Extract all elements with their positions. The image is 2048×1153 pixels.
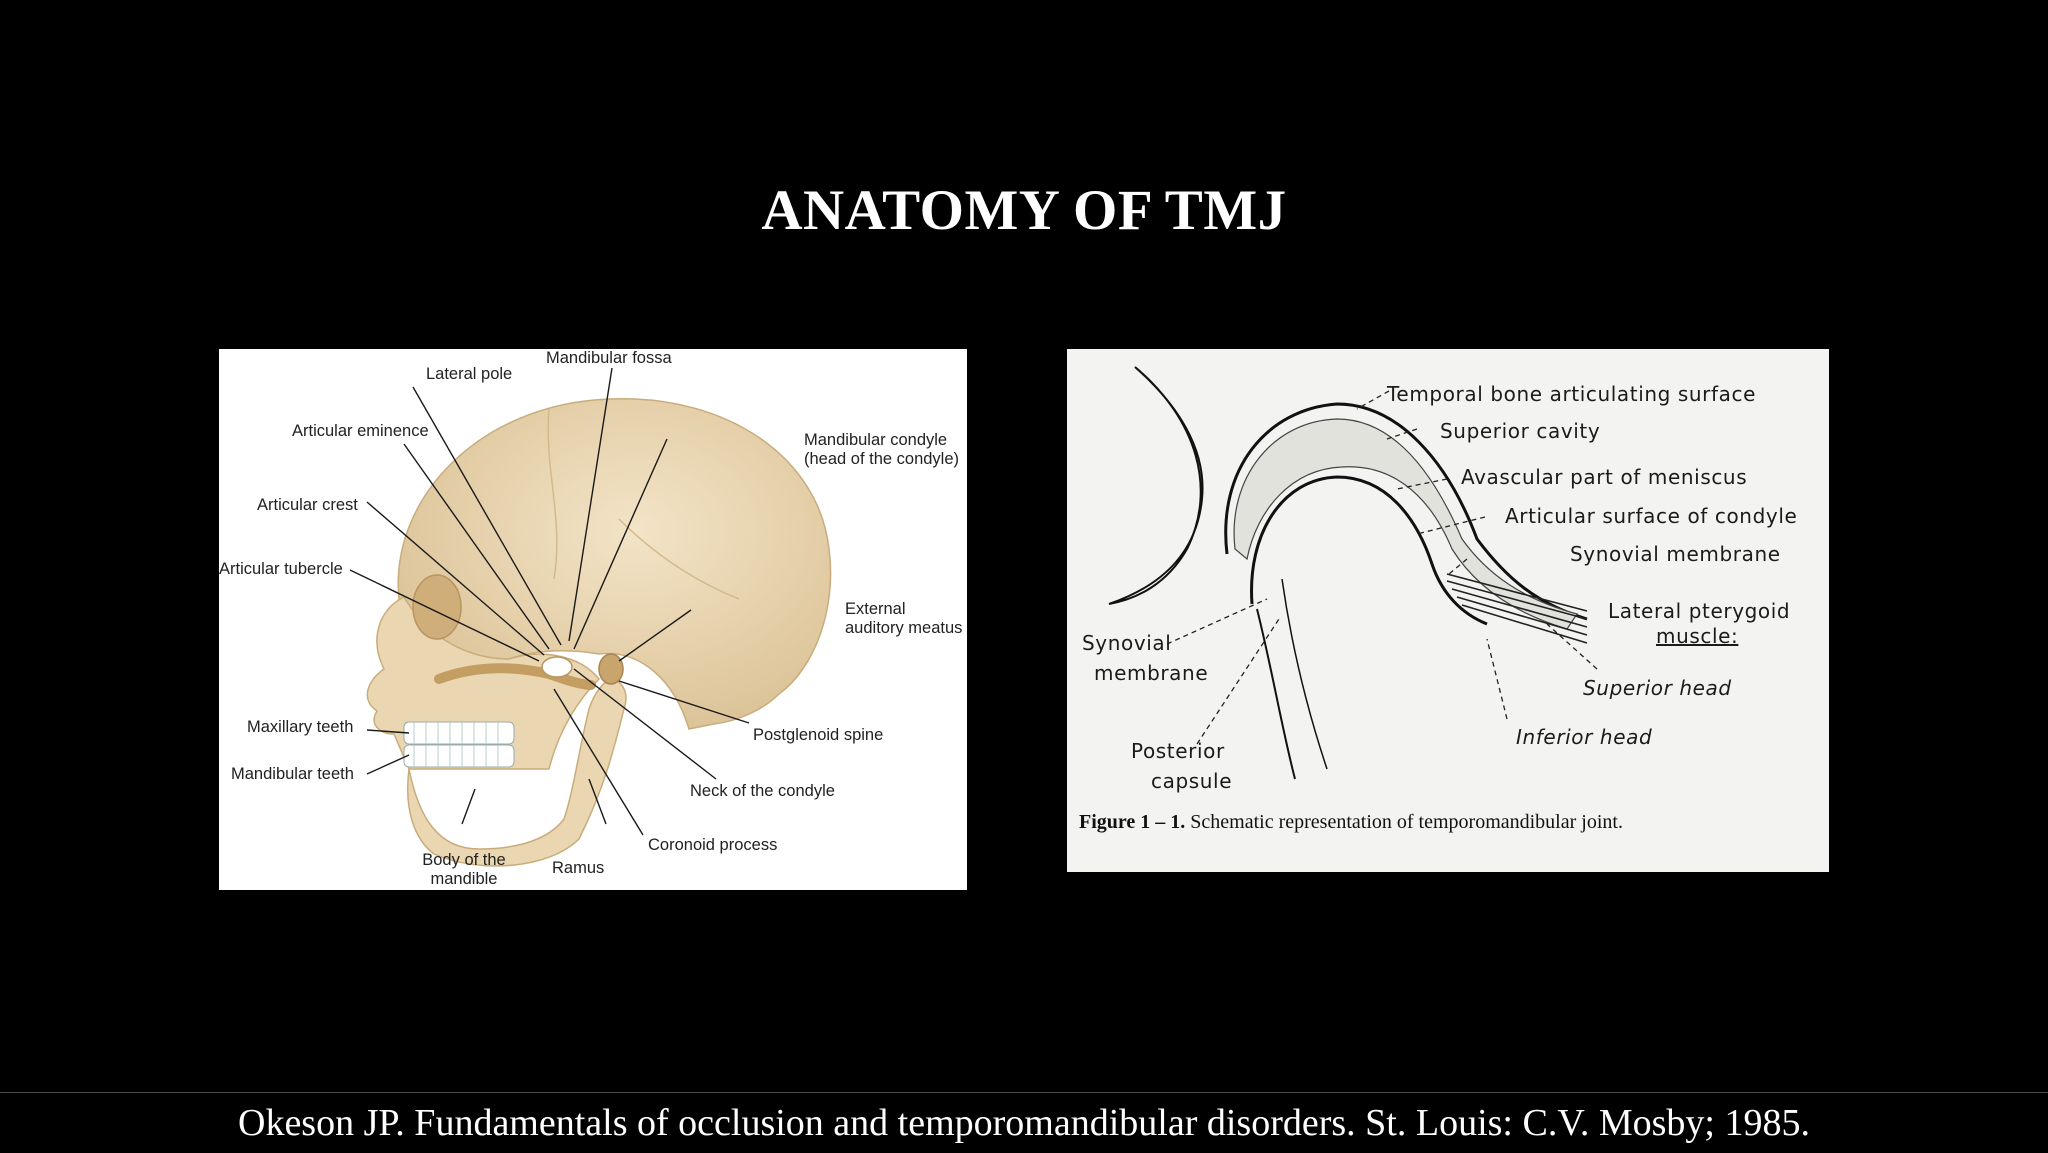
label-mandibular-fossa: Mandibular fossa xyxy=(546,349,672,367)
label-superior-head: Superior head xyxy=(1583,676,1732,700)
footer-bar: Okeson JP. Fundamentals of occlusion and… xyxy=(0,1092,2048,1153)
skull-leader-lines xyxy=(349,367,750,836)
label-avascular-meniscus: Avascular part of meniscus xyxy=(1461,465,1748,489)
fossa-outline xyxy=(1224,402,1588,621)
label-posterior-capsule-2: capsule xyxy=(1151,769,1233,793)
citation: Okeson JP. Fundamentals of occlusion and… xyxy=(238,1102,1810,1144)
condyle-neck xyxy=(1256,608,1296,780)
label-body-of-mandible-2: mandible xyxy=(430,870,498,888)
label-articular-crest: Articular crest xyxy=(257,496,358,514)
label-synovial-membrane-right: Synovial membrane xyxy=(1570,542,1781,566)
label-superior-cavity: Superior cavity xyxy=(1440,419,1601,443)
label-synovial-left-2: membrane xyxy=(1094,661,1209,685)
label-articular-eminence: Articular eminence xyxy=(292,422,429,440)
label-lateral-pterygoid-1: Lateral pterygoid xyxy=(1608,599,1791,623)
tmj-schematic-figure: Temporal bone articulating surface Super… xyxy=(1067,349,1829,872)
label-mandibular-teeth: Mandibular teeth xyxy=(231,765,354,783)
label-mandibular-condyle-sub: (head of the condyle) xyxy=(804,450,960,468)
label-lateral-pole: Lateral pole xyxy=(426,365,513,383)
schematic-leader-lines xyxy=(1166,390,1598,745)
eminence-outline xyxy=(1108,366,1204,605)
skull-anatomy-figure: Mandibular fossa Lateral pole Articular … xyxy=(219,349,967,890)
label-ramus: Ramus xyxy=(552,859,605,877)
figure-caption-prefix: Figure 1 – 1. xyxy=(1079,811,1186,833)
label-postglenoid-spine: Postglenoid spine xyxy=(753,726,884,744)
label-lateral-pterygoid-2: muscle: xyxy=(1656,624,1739,648)
label-neck-of-condyle: Neck of the condyle xyxy=(690,782,835,800)
label-coronoid-process: Coronoid process xyxy=(648,836,778,854)
skull-illustration xyxy=(349,367,832,867)
lateral-pterygoid-fibers xyxy=(1446,573,1588,644)
label-synovial-left-1: Synovial xyxy=(1082,631,1172,655)
label-articular-tubercle: Articular tubercle xyxy=(219,560,343,578)
label-inferior-head: Inferior head xyxy=(1516,725,1653,749)
label-posterior-capsule-1: Posterior xyxy=(1131,739,1225,763)
label-external-auditory-2: auditory meatus xyxy=(845,619,963,637)
cranium-shape xyxy=(397,398,832,730)
label-body-of-mandible-1: Body of the xyxy=(422,851,506,869)
figure-caption: Figure 1 – 1. Schematic representation o… xyxy=(1079,811,1623,834)
label-articular-surface-condyle: Articular surface of condyle xyxy=(1505,504,1798,528)
maxillary-teeth-shape xyxy=(403,721,515,745)
meniscus-shape xyxy=(1233,418,1578,630)
condyle-shape xyxy=(541,656,573,678)
label-maxillary-teeth: Maxillary teeth xyxy=(247,718,354,736)
figure-caption-text: Schematic representation of temporomandi… xyxy=(1185,811,1623,833)
label-mandibular-condyle: Mandibular condyle xyxy=(804,431,948,449)
orbit-shape xyxy=(412,574,462,640)
condyle-outline xyxy=(1250,475,1488,626)
slide-title: ANATOMY OF TMJ xyxy=(761,179,1287,242)
auditory-meatus-shape xyxy=(598,653,624,685)
schematic-illustration xyxy=(1108,366,1598,780)
mandibular-teeth-shape xyxy=(403,744,515,768)
label-temporal-bone: Temporal bone articulating surface xyxy=(1387,382,1757,406)
label-external-auditory-1: External xyxy=(845,600,906,618)
